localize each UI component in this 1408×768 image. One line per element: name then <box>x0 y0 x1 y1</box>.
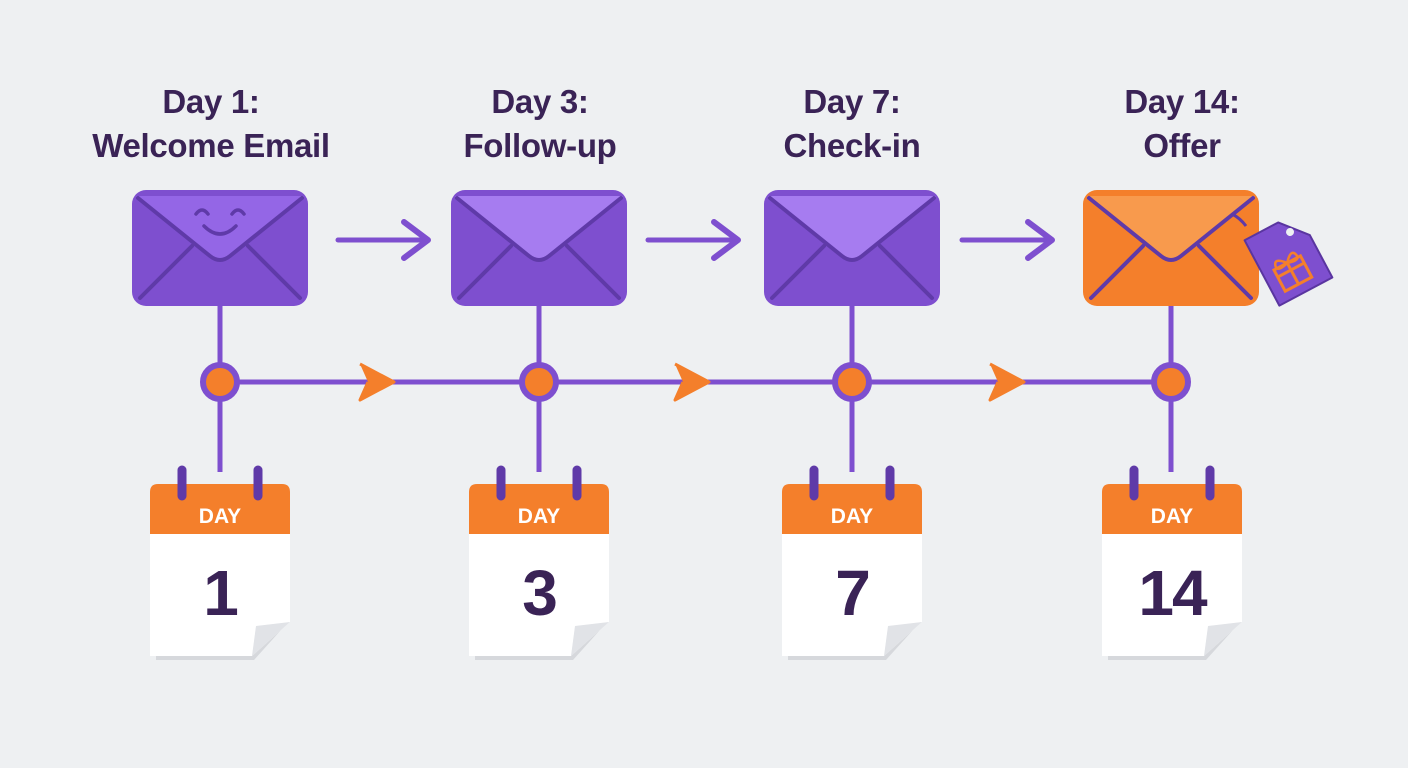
envelope-icon <box>451 190 627 306</box>
step-title-day-1: Day 1: Welcome Email <box>51 80 371 168</box>
envelope-fold-right <box>565 244 621 300</box>
arrow-head <box>1025 219 1055 261</box>
smile-mouth <box>202 224 238 236</box>
calendar-icon <box>150 465 290 660</box>
calendar-day-word: DAY <box>1150 505 1194 528</box>
envelope-fold-right <box>246 244 302 300</box>
calendar-day-number: 7 <box>835 557 871 629</box>
arrow-head <box>401 219 431 261</box>
smile-eye-left <box>194 208 210 216</box>
arrow-right-icon <box>645 219 741 261</box>
step-title-day-14: Day 14: Offer <box>1022 80 1342 168</box>
calendar-page <box>469 534 609 656</box>
calendar-page-curl <box>1204 622 1242 656</box>
envelope-flap-edge <box>1087 196 1255 262</box>
calendar-icon <box>469 465 609 660</box>
envelope-flap <box>1087 196 1255 262</box>
envelope-fold-right <box>1197 244 1253 300</box>
smile-eye-right <box>230 208 246 216</box>
timeline-chevron-icon <box>988 362 1026 402</box>
step-title-email-name: Follow-up <box>463 127 617 164</box>
envelope-fold-left <box>457 244 513 300</box>
calendar-day-number: 14 <box>1138 557 1207 629</box>
calendar-day-word: DAY <box>517 505 561 528</box>
arrow-right-icon <box>959 219 1055 261</box>
step-title-day-label: Day 1: <box>162 83 260 120</box>
calendar-icon <box>1102 465 1242 660</box>
envelope-fold-left <box>770 244 826 300</box>
calendar-page <box>782 534 922 656</box>
gift-ribbon <box>1285 262 1300 285</box>
calendar-page-curl <box>884 622 922 656</box>
calendar-day-word: DAY <box>830 505 874 528</box>
step-title-day-3: Day 3: Follow-up <box>380 80 700 168</box>
timeline-node <box>1151 362 1191 402</box>
step-title-day-label: Day 3: <box>491 83 589 120</box>
step-title-email-name: Welcome Email <box>92 127 330 164</box>
gift-tag-envelope-icon <box>1083 190 1334 307</box>
calendar-day-number: 1 <box>203 557 239 629</box>
envelope-flap-edge <box>136 196 304 262</box>
timeline-chevron-icon <box>673 362 711 402</box>
calendar-page-curl <box>252 622 290 656</box>
timeline-node <box>832 362 872 402</box>
tag-string <box>1231 212 1248 227</box>
timeline-chevron-icon <box>358 362 396 402</box>
envelope-icon <box>764 190 940 306</box>
calendar-day-number: 3 <box>522 557 558 629</box>
arrow-head <box>711 219 741 261</box>
step-title-day-label: Day 7: <box>803 83 901 120</box>
step-title-email-name: Offer <box>1143 127 1221 164</box>
step-title-day-7: Day 7: Check-in <box>692 80 1012 168</box>
envelope-flap-edge <box>768 196 936 262</box>
envelope-flap-edge <box>455 196 623 262</box>
envelope-fold-left <box>1089 244 1145 300</box>
calendar-page <box>1102 534 1242 656</box>
gift-ribbon <box>1277 261 1305 279</box>
gift-tag-icon <box>1243 221 1334 307</box>
calendar-icon <box>782 465 922 660</box>
envelope-fold-right <box>878 244 934 300</box>
envelope-flap <box>455 196 623 262</box>
arrow-right-icon <box>335 219 431 261</box>
envelope-fold-left <box>138 244 194 300</box>
envelope-flap <box>768 196 936 262</box>
calendar-page-curl <box>571 622 609 656</box>
envelope-flap <box>136 196 304 262</box>
calendar-day-word: DAY <box>198 505 242 528</box>
gift-bow <box>1273 251 1299 270</box>
timeline-node <box>200 362 240 402</box>
step-title-email-name: Check-in <box>783 127 921 164</box>
smiling-envelope-icon <box>132 190 308 306</box>
calendar-page <box>150 534 290 656</box>
step-title-day-label: Day 14: <box>1124 83 1240 120</box>
tag-hole <box>1286 228 1295 237</box>
timeline-node <box>519 362 559 402</box>
